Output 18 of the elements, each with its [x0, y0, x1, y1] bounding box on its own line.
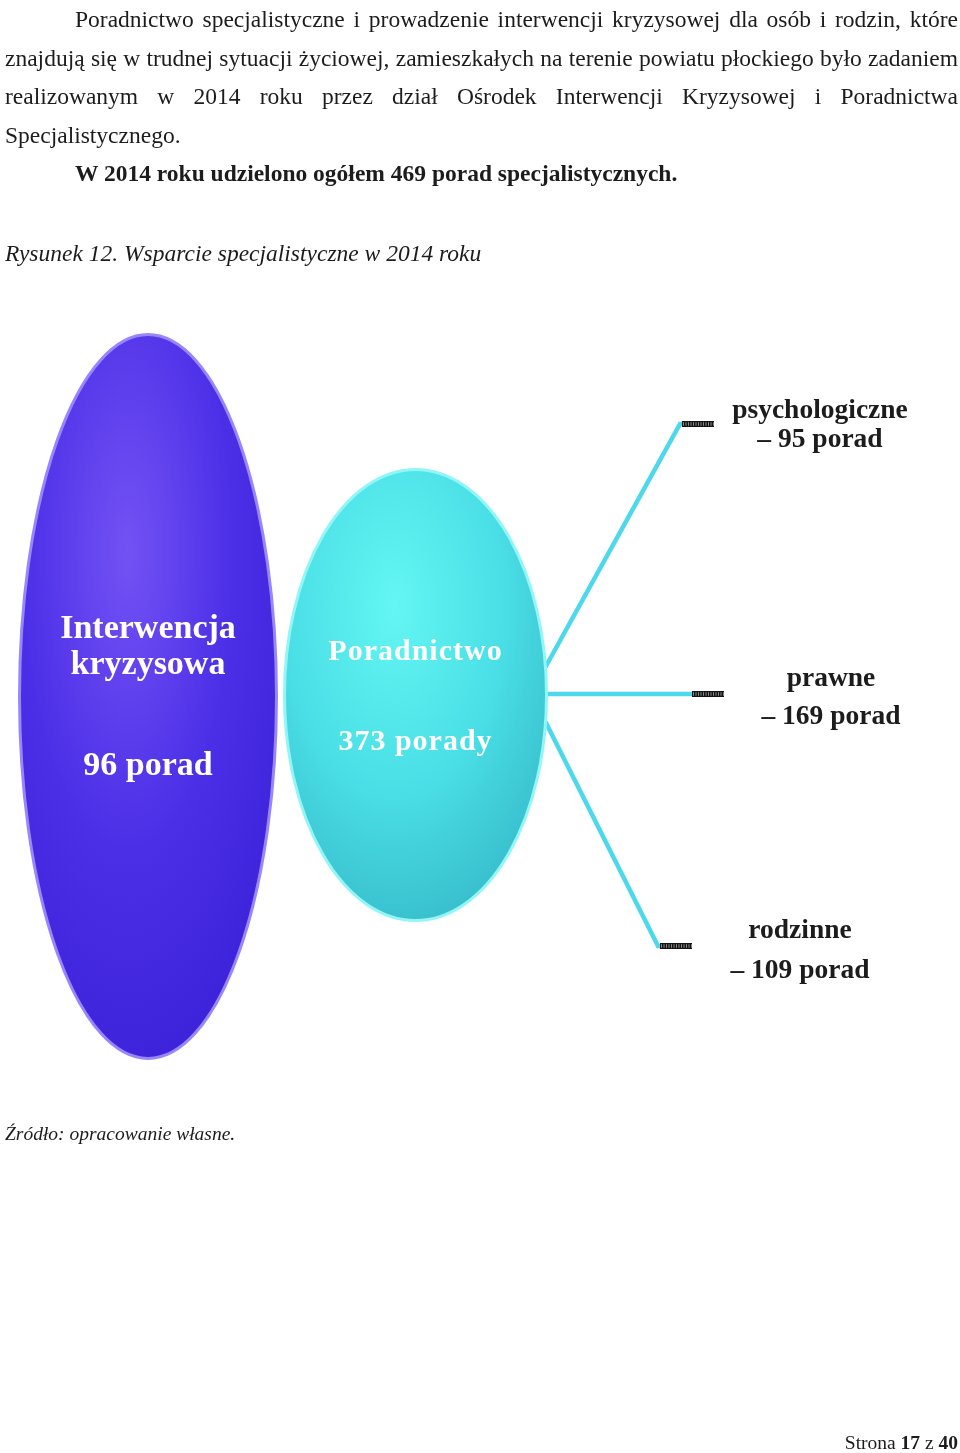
category-label: psychologiczne	[732, 394, 908, 423]
count-label: – 109 porad	[730, 952, 870, 986]
figure-title: Rysunek 12. Wsparcie specjalistyczne w 2014 roku	[5, 239, 482, 267]
page-number: Strona 17 z 40	[844, 1432, 958, 1453]
category-label: prawne	[786, 660, 876, 694]
category-label: Interwencja kryzysowa	[59, 609, 237, 681]
summary-sentence: W 2014 roku udzielono ogółem 469 porad specjalistycznych.	[75, 159, 678, 187]
source-note: Źródło: opracowanie własne.	[5, 1122, 236, 1146]
count-label: 373 porady	[338, 723, 493, 757]
body-paragraph: Poradnictwo specjalistyczne i prowadzenie interwencji kryzysowej dla osób i rodzin, które znajdują się w trudnej sytuacji życiowej, zamieszkałych na terenie powiatu płockiego było zadaniem realizowanym w 2014 roku przez dział Ośrodek Interwencji Kryzysowej i Poradnictwa Specjalistycznego.	[5, 5, 958, 150]
connector-line	[546, 690, 725, 698]
category-label: Poradnictwo	[328, 633, 503, 667]
count-label: 96 porad	[83, 746, 213, 782]
category-label: rodzinne	[748, 912, 852, 946]
count-label: – 169 porad	[761, 698, 901, 732]
category-ellipse	[18, 333, 278, 1060]
category-ellipse	[283, 468, 548, 922]
count-label: – 95 porad	[757, 423, 883, 452]
